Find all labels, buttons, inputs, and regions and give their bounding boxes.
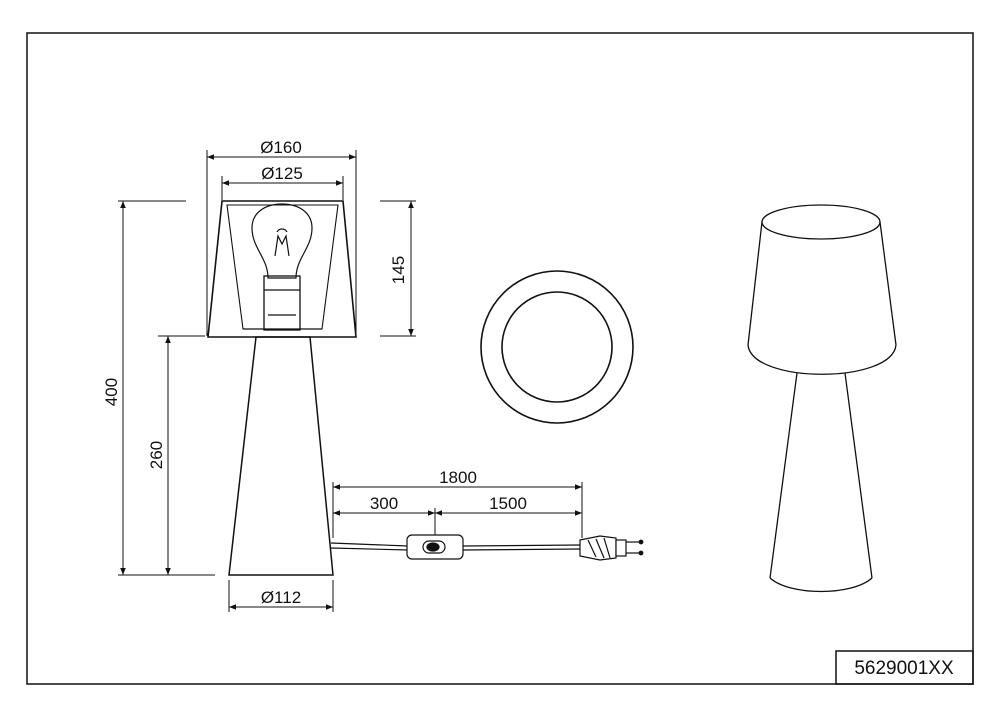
dim-switch-to-plug: 1500 <box>489 494 527 513</box>
power-cable <box>330 542 581 551</box>
dim-shade-height: 145 <box>389 256 408 284</box>
shade-inner-ring <box>501 291 613 403</box>
dim-base-diameter: Ø112 <box>261 588 301 607</box>
front-view <box>207 200 357 576</box>
perspective-view <box>747 204 897 593</box>
power-plug <box>579 535 644 561</box>
lamp-socket <box>263 275 301 331</box>
dimension-lines <box>120 154 583 610</box>
dim-total-height: 400 <box>102 378 121 406</box>
dim-shade-outer: Ø160 <box>260 138 302 157</box>
title-block: 5629001XX <box>835 650 974 685</box>
shade-outer-ring <box>480 270 634 424</box>
inline-switch <box>406 534 464 560</box>
dim-cable-to-switch: 300 <box>370 494 398 513</box>
perspective-shade <box>747 204 897 375</box>
top-view <box>480 270 634 424</box>
drawing-frame <box>26 32 974 685</box>
light-bulb <box>251 203 313 279</box>
lamp-base <box>228 336 334 576</box>
dim-cable-total: 1800 <box>439 468 477 487</box>
product-code: 5629001XX <box>854 658 954 679</box>
perspective-base <box>769 372 873 593</box>
dim-shade-inner: Ø125 <box>261 164 303 183</box>
lamp-shade <box>207 200 357 338</box>
extension-lines <box>118 150 416 612</box>
dim-base-height: 260 <box>147 441 166 469</box>
